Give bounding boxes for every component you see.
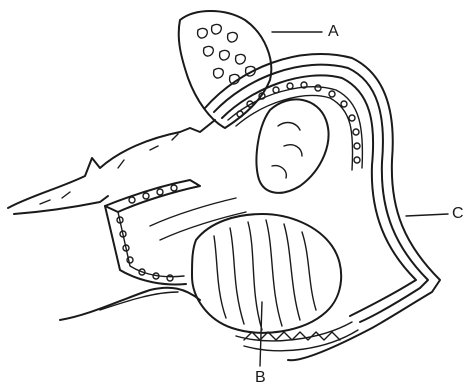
cap-cells [198, 24, 256, 84]
folded-core-folds [214, 220, 316, 330]
lower-lining [236, 322, 358, 351]
leader-line-b [260, 302, 262, 366]
label-c: C [452, 206, 464, 222]
label-b: B [255, 370, 266, 386]
left-beaded-band [105, 180, 200, 284]
tissue-strand-upper [8, 120, 215, 208]
folded-core-outline [192, 214, 341, 333]
tissue-flap-lower [60, 288, 200, 320]
inner-mass-upper [257, 99, 329, 192]
inner-mass-detail [272, 123, 302, 178]
label-a: A [328, 24, 339, 40]
outer-coat-middle-edge [214, 65, 428, 322]
outer-coat-inner-edge [222, 75, 416, 316]
leader-line-c [406, 214, 448, 216]
beaded-cell-layer [228, 82, 362, 170]
